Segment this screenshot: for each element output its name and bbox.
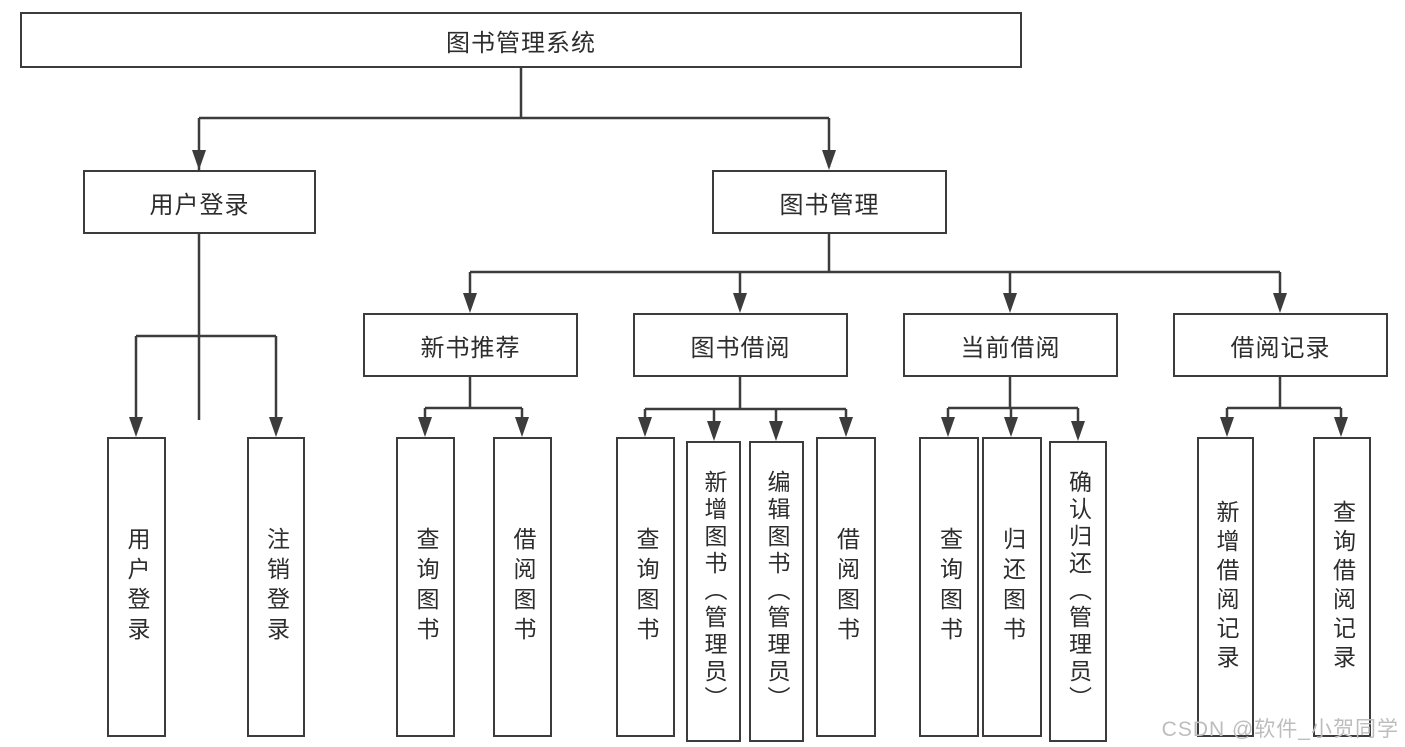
node-borrowing-records: 借阅记录 — [1173, 313, 1388, 377]
arrowhead-down-icon — [515, 417, 529, 437]
leaf-current-query-book: 查询图书 — [919, 437, 979, 737]
leaf-confirm-return-admin-label: 确认归还（管理员） — [1065, 470, 1092, 713]
arrowhead-down-icon — [769, 421, 783, 441]
leaf-query-borrow-record: 查询借阅记录 — [1313, 437, 1371, 737]
arrowhead-down-icon — [1334, 417, 1348, 437]
leaf-recommend-query-book: 查询图书 — [396, 437, 455, 737]
node-new-book-recommendation: 新书推荐 — [363, 313, 578, 377]
leaf-add-book-admin: 新增图书（管理员） — [686, 441, 741, 742]
leaf-borrow-query-book: 查询图书 — [616, 437, 675, 737]
leaf-current-query-book-label: 查询图书 — [936, 527, 963, 647]
arrowhead-down-icon — [1273, 293, 1287, 313]
leaf-confirm-return-admin: 确认归还（管理员） — [1049, 441, 1107, 742]
arrowhead-down-icon — [822, 150, 836, 170]
arrowhead-down-icon — [839, 417, 853, 437]
leaf-user-login-label: 用户登录 — [124, 527, 150, 647]
node-book-borrowing-label: 图书借阅 — [690, 334, 791, 362]
leaf-borrow-query-book-label: 查询图书 — [633, 527, 659, 647]
leaf-add-book-admin-label: 新增图书（管理员） — [701, 470, 727, 713]
leaf-edit-book-admin-label: 编辑图书（管理员） — [764, 470, 790, 713]
arrowhead-down-icon — [463, 293, 477, 313]
node-user-login: 用户登录 — [83, 170, 316, 234]
node-current-borrowing-label: 当前借阅 — [960, 334, 1061, 362]
node-current-borrowing: 当前借阅 — [903, 313, 1118, 377]
arrowhead-down-icon — [192, 150, 206, 170]
arrowhead-down-icon — [733, 293, 747, 313]
leaf-borrow-book: 借阅图书 — [816, 437, 876, 737]
leaf-borrow-book-label: 借阅图书 — [833, 527, 860, 647]
arrowhead-down-icon — [1004, 417, 1018, 437]
node-root: 图书管理系统 — [20, 12, 1022, 68]
leaf-logout: 注销登录 — [247, 437, 305, 737]
node-new-book-recommendation-label: 新书推荐 — [420, 334, 521, 362]
arrowhead-down-icon — [1003, 293, 1017, 313]
connector-path — [134, 68, 1343, 437]
node-root-label: 图书管理系统 — [446, 29, 596, 57]
arrowhead-down-icon — [707, 421, 721, 441]
leaf-edit-book-admin: 编辑图书（管理员） — [749, 441, 804, 742]
leaf-recommend-borrow-book: 借阅图书 — [493, 437, 552, 737]
arrowhead-down-icon — [1220, 417, 1234, 437]
arrowhead-down-icon — [418, 417, 432, 437]
arrowhead-down-icon — [269, 417, 283, 437]
node-book-management: 图书管理 — [712, 170, 947, 234]
leaf-query-borrow-record-label: 查询借阅记录 — [1329, 500, 1356, 674]
arrowhead-down-icon — [129, 417, 143, 437]
arrowhead-down-icon — [941, 417, 955, 437]
node-borrowing-records-label: 借阅记录 — [1230, 334, 1331, 362]
leaf-logout-label: 注销登录 — [263, 527, 290, 647]
node-user-login-label: 用户登录 — [149, 191, 250, 219]
leaf-user-login: 用户登录 — [107, 437, 166, 737]
leaf-add-borrow-record-label: 新增借阅记录 — [1213, 500, 1239, 674]
leaf-recommend-query-book-label: 查询图书 — [413, 527, 439, 647]
arrowhead-down-icon — [638, 417, 652, 437]
leaf-return-book: 归还图书 — [982, 437, 1042, 737]
leaf-add-borrow-record: 新增借阅记录 — [1197, 437, 1254, 737]
arrowhead-down-icon — [1071, 421, 1085, 441]
node-book-management-label: 图书管理 — [779, 191, 880, 219]
leaf-return-book-label: 归还图书 — [999, 527, 1026, 647]
node-book-borrowing: 图书借阅 — [633, 313, 848, 377]
leaf-recommend-borrow-book-label: 借阅图书 — [510, 527, 536, 647]
